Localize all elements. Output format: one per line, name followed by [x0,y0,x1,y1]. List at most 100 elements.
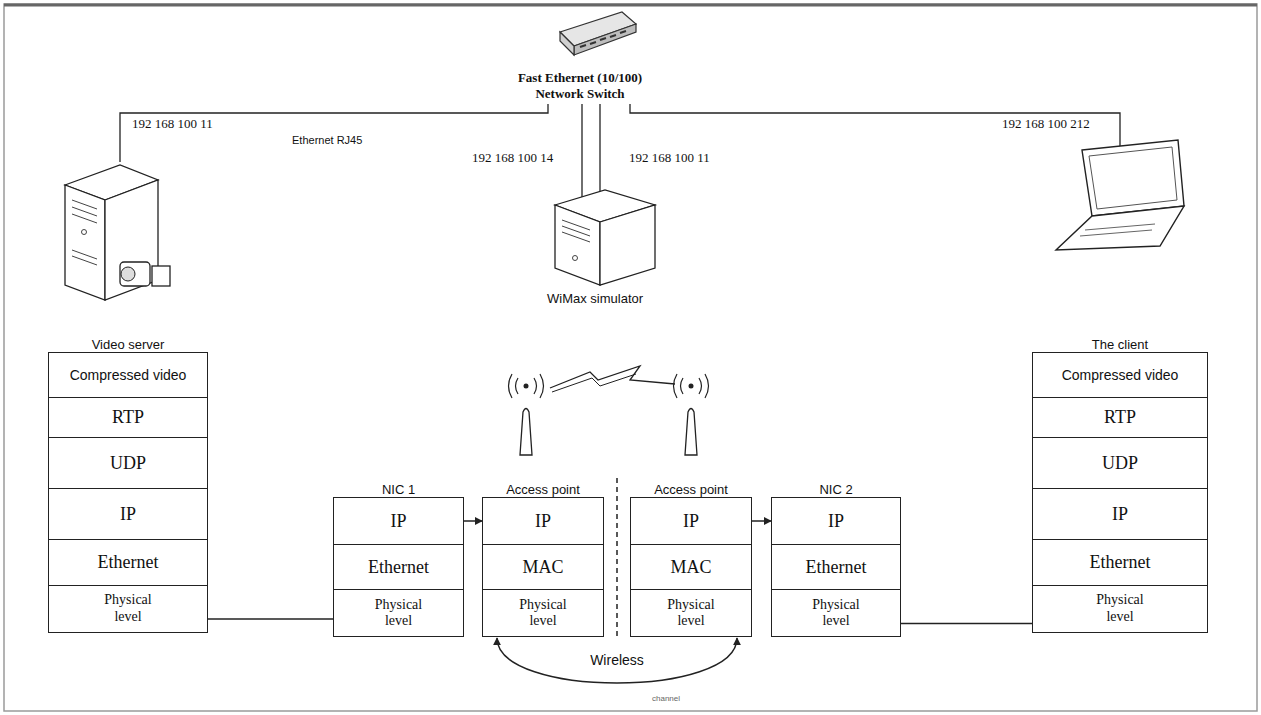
protocol-layer: Compressed video [1032,352,1208,398]
layer-name: Physical level [95,592,161,624]
layer-name: Compressed video [70,367,187,383]
signal-waves [509,374,544,398]
layer-name: IP [1112,504,1128,525]
radio-link [552,374,636,392]
protocol-stack: NIC 1 IP EthernetPhysical level [333,475,464,637]
ip-address: 192 168 100 212 [1000,116,1092,132]
protocol-layer: Physical level [482,589,604,637]
stack-heading: NIC 1 [333,475,464,497]
protocol-layer: MAC [482,544,604,591]
stack-heading: Access point [482,475,604,497]
camera-body [120,262,150,286]
layer-name: Ethernet [806,557,867,578]
camera-box [152,266,170,286]
signal-waves [674,374,709,398]
layer-name: Physical level [1087,592,1153,624]
wimax-slots [562,220,590,242]
layer-name: Physical level [658,597,724,629]
protocol-layer: RTP [48,397,208,439]
laptop-base [1056,206,1184,250]
device-label: Fast Ethernet (10/100) Network Switch [498,70,662,101]
layer-name: IP [390,511,406,532]
layer-name: Ethernet [1090,552,1151,573]
switch-front [574,24,636,55]
layer-name: Physical level [366,597,432,629]
protocol-layer: IP [48,488,208,541]
protocol-layer: Physical level [48,585,208,633]
layer-name: Ethernet [368,557,429,578]
link-line [464,520,482,522]
laptop-keys [1080,224,1155,236]
separator-line [616,478,618,640]
protocol-layer: Physical level [771,589,901,637]
ethernet-wire [599,104,600,196]
protocol-layer: IP [482,497,604,545]
layer-name: UDP [110,453,146,474]
server-side [105,180,158,300]
signal-dot [689,384,694,389]
layer-name: MAC [522,557,563,578]
link-label: Wireless [588,652,646,668]
protocol-layer: RTP [1032,397,1208,439]
link-line [208,618,333,620]
wimax-side [600,205,655,285]
ip-address: 192 168 100 11 [130,116,215,132]
layer-name: IP [828,511,844,532]
camera-lens [121,267,135,281]
antenna [520,409,532,456]
protocol-stack: Access pointIP MAC Physical level [630,475,752,637]
layer-name: RTP [1104,407,1136,428]
protocol-stack: NIC 2 IP EthernetPhysical level [771,475,901,637]
frame-top [4,4,1257,7]
protocol-layer: IP [1032,488,1208,541]
protocol-layer: Compressed video [48,352,208,398]
layer-name: Physical level [803,597,869,629]
protocol-layer: MAC [630,544,752,591]
layer-name: IP [120,504,136,525]
link-line [752,520,771,522]
protocol-stack: The clientCompressed videoRTP UDP IP Ethern… [1032,330,1208,633]
stack-heading: NIC 2 [771,475,901,497]
server-button [82,230,87,235]
layer-name: UDP [1102,453,1138,474]
ip-address: 192 168 100 11 [627,150,712,166]
signal-dot [524,384,529,389]
radio-link [550,366,675,388]
protocol-layer: Ethernet [48,539,208,586]
layer-name: Compressed video [1062,367,1179,383]
protocol-stack: Access pointIP MAC Physical level [482,475,604,637]
protocol-layer: Ethernet [771,544,901,591]
switch-ports [580,31,626,47]
protocol-layer: Ethernet [1032,539,1208,586]
protocol-layer: Physical level [333,589,464,637]
switch-side [560,32,574,55]
protocol-layer: IP [630,497,752,545]
stack-heading: The client [1032,330,1208,352]
frame [4,4,1257,711]
device-label: WiMax simulator [545,291,645,306]
layer-name: Ethernet [98,552,159,573]
layer-name: IP [535,511,551,532]
server-slots [72,200,97,265]
protocol-layer: IP [333,497,464,545]
laptop-display [1089,147,1177,209]
server-front [65,185,105,300]
stack-heading: Access point [630,475,752,497]
protocol-stack: Video serverCompressed videoRTP UDP IP Ethe… [48,330,208,633]
ethernet-wire [630,104,1120,150]
wimax-front [555,205,600,285]
protocol-layer: UDP [1032,437,1208,489]
protocol-layer: Physical level [630,589,752,637]
ethernet-wire [581,104,582,200]
protocol-layer: IP [771,497,901,545]
wireless-link [497,638,737,683]
wimax-button [573,256,578,261]
link-line [901,623,1032,625]
layer-name: IP [683,511,699,532]
protocol-layer: Ethernet [333,544,464,591]
layer-name: MAC [670,557,711,578]
protocol-layer: UDP [48,437,208,489]
stack-heading: Video server [48,330,208,352]
protocol-layer: Physical level [1032,585,1208,633]
layer-name: Physical level [510,597,576,629]
